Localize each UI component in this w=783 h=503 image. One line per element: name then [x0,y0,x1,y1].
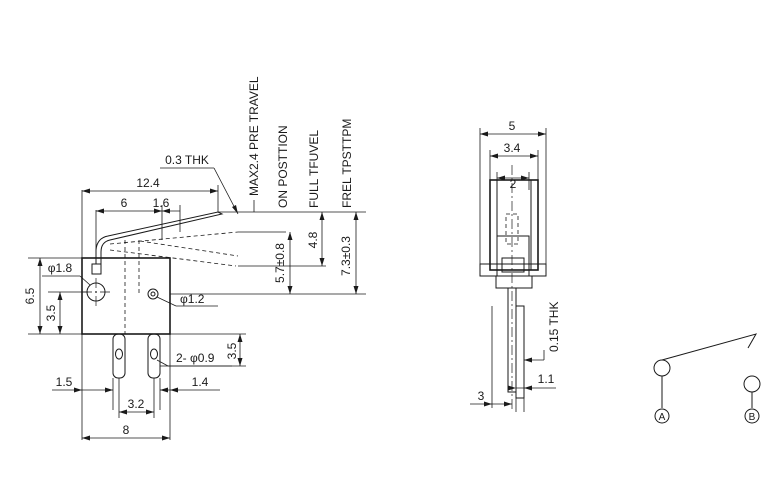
dim-rivet-dia: φ1.2 [180,292,205,306]
terminal-a-circle [654,408,670,424]
common-contact [653,359,671,377]
lever-pivot [91,263,102,275]
dim-pin-offset-right: 1.4 [192,375,209,389]
rivet [147,288,159,300]
dim-step: 1.6 [153,196,170,210]
terminal-b-circle [744,408,760,424]
lever-thickness: 0.3 THK [165,153,209,167]
schematic-lever [661,333,758,361]
lever-arm [95,211,224,264]
front-view: 12.4 6 1.6 0.3 THK 6.5 3.5 φ1.8 [23,153,246,441]
terminal-thickness: 0.15 THK [547,302,561,352]
circuit-schematic: A B [653,333,761,424]
switch-body [81,257,171,335]
dim-full-travel: 4.8 [306,231,320,248]
contact-b [743,375,761,393]
terminal-1 [112,333,126,379]
side-dim-offset: 3 [478,389,485,403]
label-free-position: FREL TPSTTPM [340,119,354,208]
travel-dimensions: MAX2.4 PRE TRAVEL ON POSTTION FULL TFUVE… [170,76,366,295]
terminal-a-label: A [659,412,666,423]
dim-hole-height: 3.5 [44,304,58,321]
dim-pin-offset-left: 1.5 [56,375,73,389]
terminal-b-label: B [749,412,756,423]
dim-pin-length: 3.5 [225,342,239,359]
side-dim-core: 2 [510,177,517,191]
side-dim-terminal: 1.1 [538,372,555,386]
dim-height: 6.5 [23,287,37,304]
side-dim-width: 5 [509,119,516,133]
dim-length: 12.4 [136,176,160,190]
dim-free-position: 7.3±0.3 [339,236,353,276]
dim-on-position: 5.7±0.8 [273,243,287,283]
dim-pin-hole: 2- φ0.9 [176,351,215,365]
dim-lever-offset: 6 [121,196,128,210]
side-view: 5 3.4 2 0.15 THK 3 1.1 [470,119,561,412]
label-on-position: ON POSTTION [276,125,290,208]
dim-hole-dia: φ1.8 [48,261,73,275]
dim-pin-pitch: 3.2 [128,397,145,411]
side-dim-inner: 3.4 [504,141,521,155]
terminal-2 [147,333,161,379]
label-full-travel: FULL TFUVEL [307,130,321,208]
label-max-pre-travel: MAX2.4 PRE TRAVEL [247,76,261,196]
dim-width: 8 [123,423,130,437]
